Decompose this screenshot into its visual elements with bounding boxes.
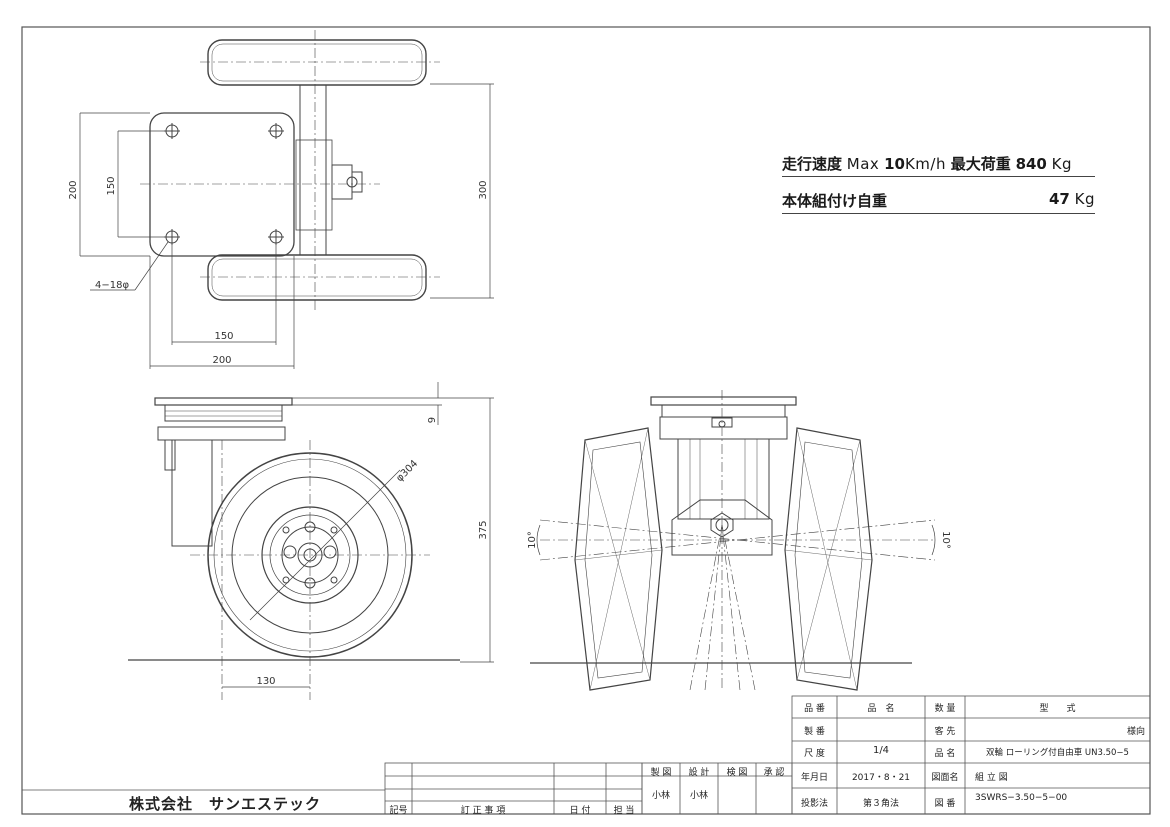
weight-label: 本体組付け自重 [782,192,888,210]
spec-speed-load: 走行速度 Max 10Km/h 最大荷重 840 Kg [782,153,1095,177]
tb-h-drawing-no: 図 番 [934,799,956,809]
tb-h-drawn: 製 図 [650,768,672,778]
tb-customer-value: 様向 [1126,727,1145,737]
load-label: 最大荷重 [950,155,1011,173]
title-block-grid [22,695,1151,815]
dim-side-offset: 9 [427,417,438,423]
dim-top-height-inner: 150 [106,176,117,195]
dim-top-width-outer: 200 [212,355,231,366]
top-view [79,30,494,369]
tb-rev-mark: 記号 [389,806,408,816]
dim-wheel-diameter: φ304 [394,458,420,484]
tb-h-model: 型 式 [1039,704,1076,714]
dim-tilt-left: 10° [527,531,538,549]
tb-projection-value: 第３角法 [862,799,899,809]
tb-h-projection: 投影法 [800,799,828,809]
load-value: 840 [1015,155,1047,173]
speed-unit: Km/h [904,155,946,173]
speed-value: 10 [884,155,905,173]
dim-top-height-outer: 200 [68,180,79,199]
tb-scale-value: 1/4 [872,745,890,756]
load-unit: Kg [1051,155,1073,173]
speed-max: Max [846,155,880,173]
front-wheel-right [784,427,873,691]
tb-drawing-name-value: 組 立 図 [975,773,1008,783]
dim-hole-label: 4−18φ [95,280,129,291]
tb-h-check: 検 図 [726,768,748,778]
weight-unit: Kg [1074,190,1095,208]
weight-value: 47 [1048,190,1070,208]
top-mount-plate [149,112,295,257]
dim-side-base: 130 [256,676,275,687]
tb-h-part-name: 品 名 [867,704,895,714]
tb-h-serial: 製 番 [804,727,825,737]
tb-drawn-by: 小林 [651,791,670,801]
tb-name-value: 双輪 ローリング付自由車 UN3.50−5 [986,748,1129,758]
top-wheel-lower [207,254,427,301]
tb-rev-date: 日 付 [569,806,591,816]
side-view [128,382,494,700]
tb-drawing-no-value: 3SWRS−3.50−5−00 [975,793,1068,803]
tb-date-value: 2017・8・21 [851,773,911,783]
tb-h-design: 設 計 [688,768,710,778]
tb-h-part-no: 品 番 [804,704,825,714]
tb-h-name: 品 名 [934,749,956,759]
dim-tilt-right: 10° [940,531,951,549]
company-name: 株式会社 サンエステック [128,795,321,813]
tb-h-date: 年月日 [800,773,828,783]
tb-h-qty: 数 量 [934,704,956,714]
speed-label: 走行速度 [782,155,843,173]
top-wheel-upper [207,39,427,86]
spec-weight: 本体組付け自重 47 Kg [782,190,1095,214]
dim-top-width-inner: 150 [214,331,233,342]
tb-h-approve: 承 認 [763,768,785,778]
front-view [530,390,936,691]
tb-h-drawing-name: 図面名 [931,773,959,783]
dim-top-total: 300 [478,180,489,199]
tb-h-scale: 尺 度 [804,749,825,759]
tb-rev-person: 担 当 [613,806,635,816]
tb-h-customer: 客 先 [934,727,956,737]
front-wheel-left [574,427,663,691]
tb-design-by: 小林 [689,791,708,801]
tb-rev-items: 訂 正 事 項 [460,806,506,816]
dim-side-height: 375 [478,520,489,539]
